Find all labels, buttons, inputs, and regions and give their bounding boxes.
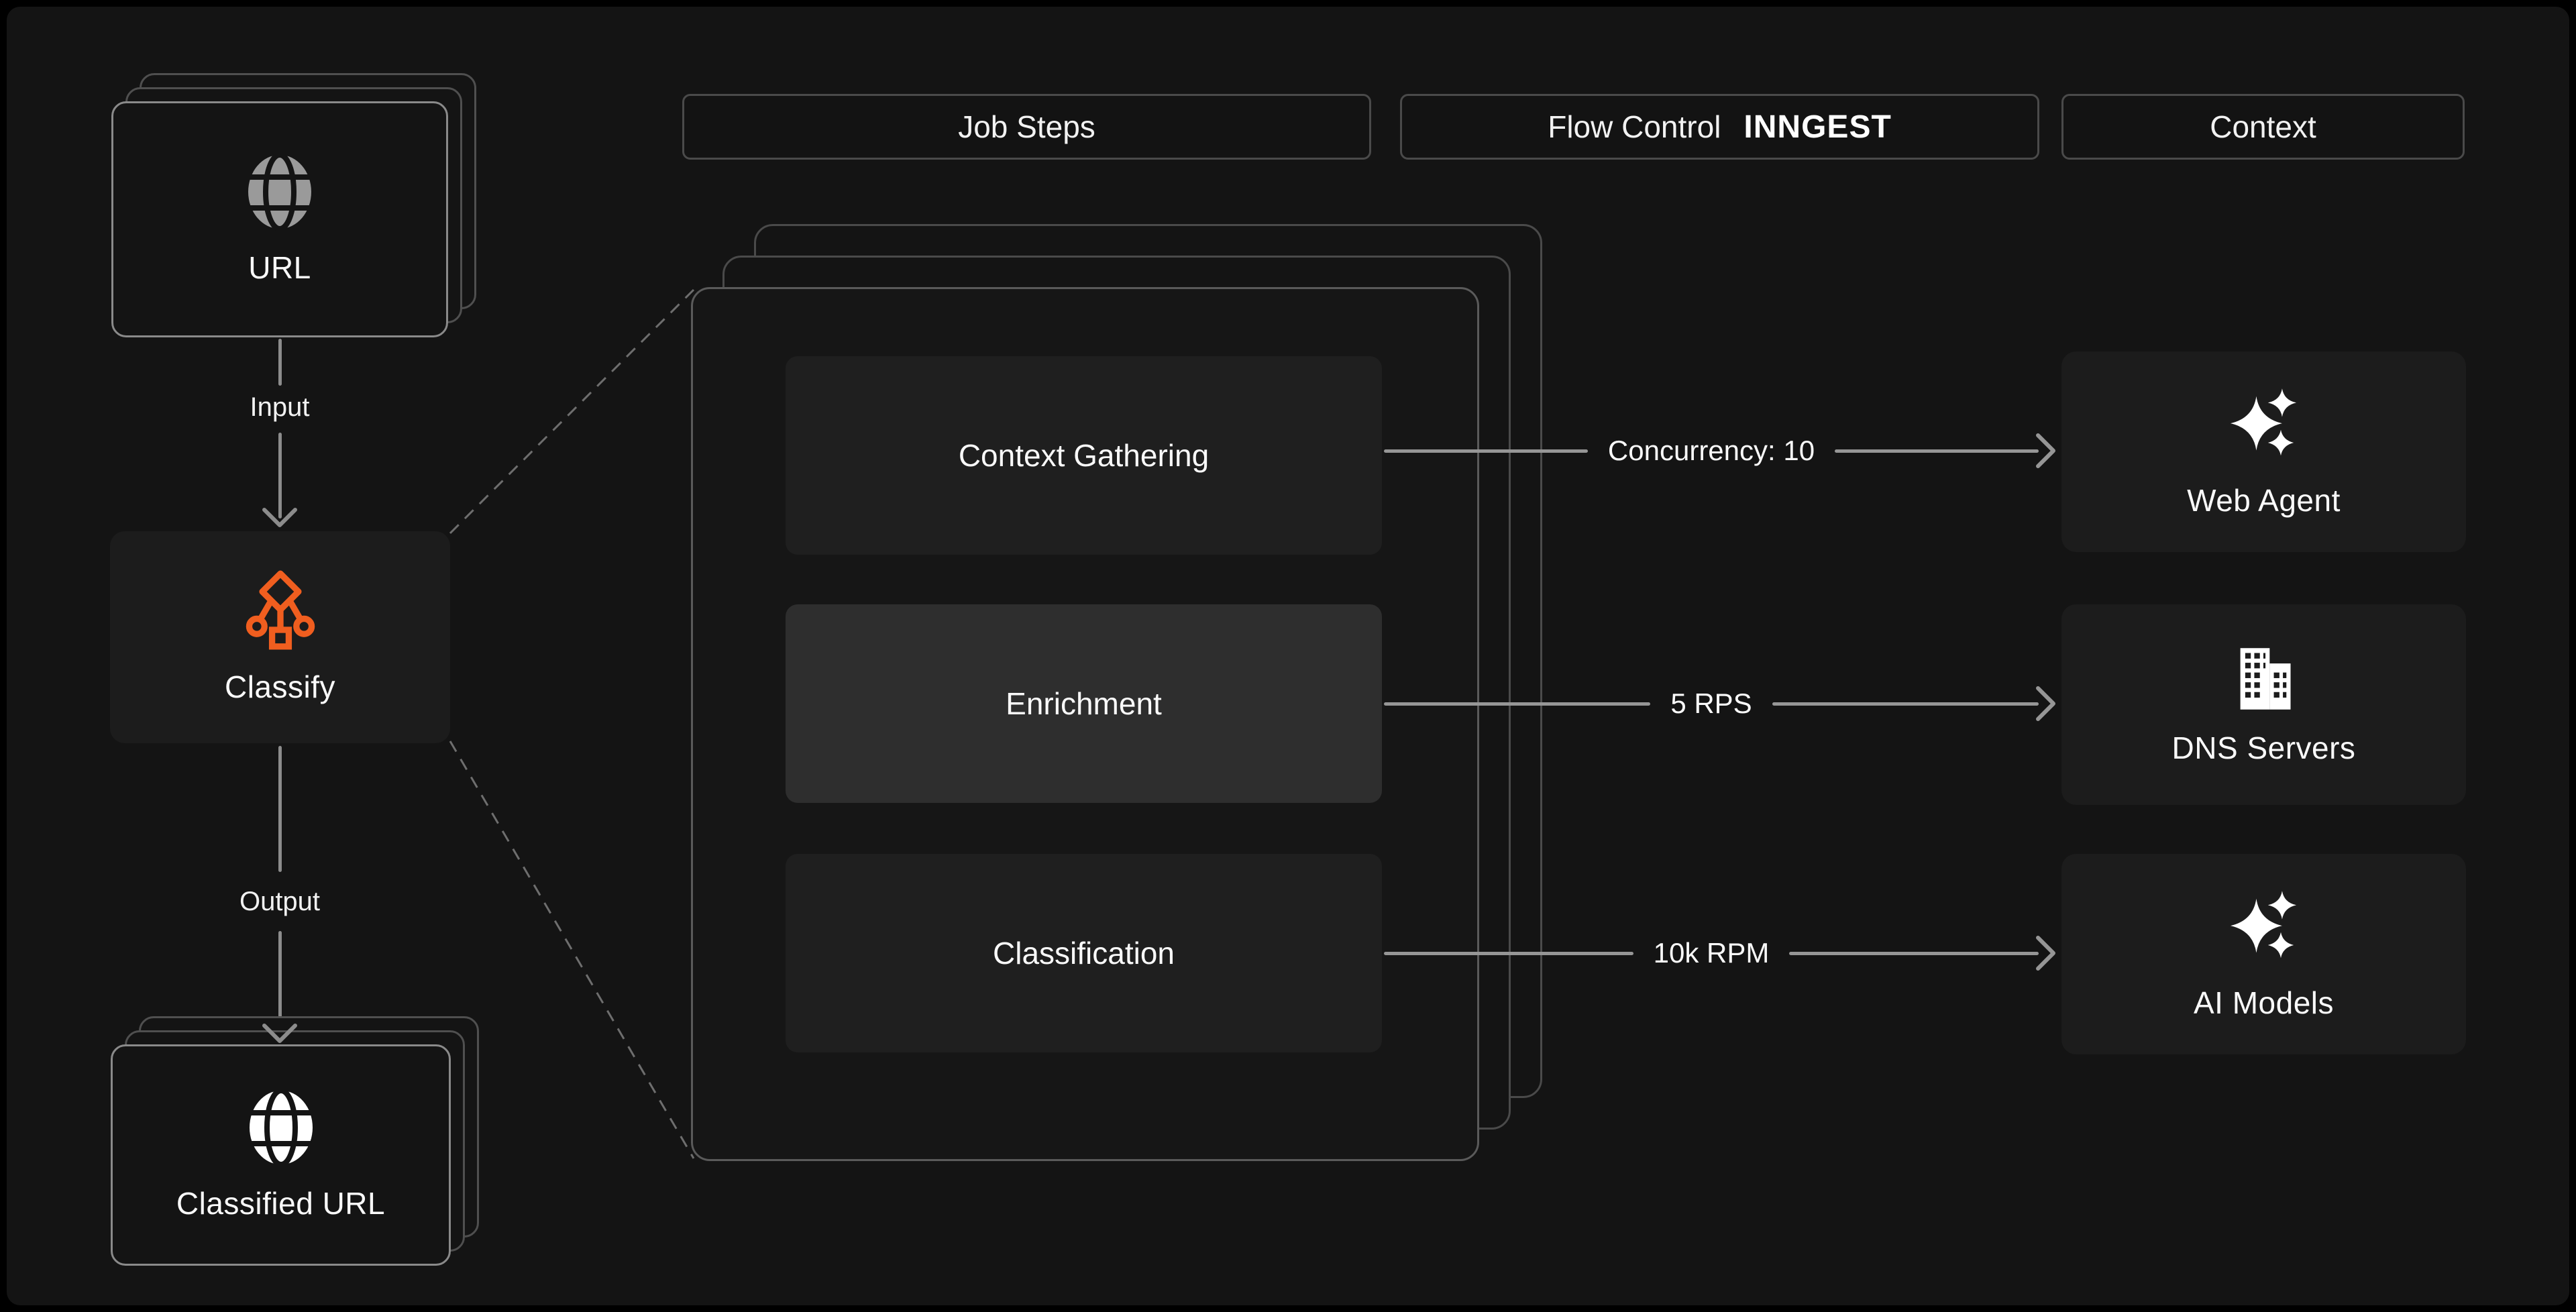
globe-icon (248, 1089, 313, 1166)
arrow-down-icon (262, 508, 297, 527)
header-label: Context (2210, 109, 2316, 144)
input-arrow-line (278, 433, 282, 518)
output-arrow-line (278, 746, 282, 872)
classified-url-card-label: Classified URL (176, 1186, 386, 1221)
job-step-label: Classification (993, 936, 1175, 971)
job-step-enrichment: Enrichment (786, 604, 1382, 803)
output-label: Output (239, 887, 321, 916)
arrow-right-icon (2036, 686, 2056, 721)
flow-control-label: 5 RPS (1670, 688, 1752, 719)
arrow-line (1772, 702, 2039, 706)
url-card-label: URL (248, 250, 311, 285)
flow-arrow-concurrency: Concurrency: 10 (1384, 431, 2056, 471)
arrow-line (1384, 449, 1588, 453)
web-agent-card: Web Agent (2061, 351, 2466, 552)
ai-models-label: AI Models (2193, 985, 2334, 1020)
job-step-label: Context Gathering (958, 438, 1210, 473)
sparkles-icon (2230, 890, 2296, 958)
header-label: Flow Control (1548, 109, 1721, 144)
inngest-logo: INNGEST (1743, 109, 1892, 145)
url-card: URL (111, 101, 448, 337)
arrow-right-icon (2036, 936, 2055, 971)
arrow-right-icon (2036, 433, 2055, 468)
job-step-classification: Classification (786, 854, 1382, 1052)
sparkles-icon (2230, 388, 2296, 455)
arrow-line (1384, 951, 1633, 955)
header-job-steps: Job Steps (682, 94, 1371, 160)
flow-arrow-rps: 5 RPS (1384, 684, 2056, 724)
header-context: Context (2061, 94, 2465, 160)
classify-card: Classify (110, 531, 450, 743)
job-step-label: Enrichment (1006, 686, 1162, 721)
input-arrow-line (278, 339, 282, 386)
arrow-line (1789, 951, 2039, 955)
workflow-icon (246, 570, 315, 650)
ai-models-card: AI Models (2061, 854, 2466, 1054)
flow-control-label: Concurrency: 10 (1607, 435, 1815, 466)
classify-card-label: Classify (224, 669, 336, 704)
output-arrow-line (278, 931, 282, 1028)
dns-servers-label: DNS Servers (2171, 730, 2356, 765)
arrow-line (1384, 702, 1651, 706)
buildings-icon (2240, 647, 2291, 710)
arrow-down-icon (262, 1024, 297, 1043)
dns-servers-card: DNS Servers (2061, 604, 2466, 805)
header-label: Job Steps (958, 109, 1095, 144)
input-label: Input (250, 392, 310, 422)
globe-icon (248, 153, 312, 231)
flow-arrow-rpm: 10k RPM (1384, 933, 2056, 973)
classified-url-card: Classified URL (111, 1044, 451, 1266)
arrow-line (1835, 449, 2039, 453)
flow-control-label: 10k RPM (1653, 937, 1770, 969)
header-flow-control: Flow Control INNGEST (1400, 94, 2039, 160)
job-step-context-gathering: Context Gathering (786, 356, 1382, 555)
web-agent-label: Web Agent (2187, 482, 2341, 518)
